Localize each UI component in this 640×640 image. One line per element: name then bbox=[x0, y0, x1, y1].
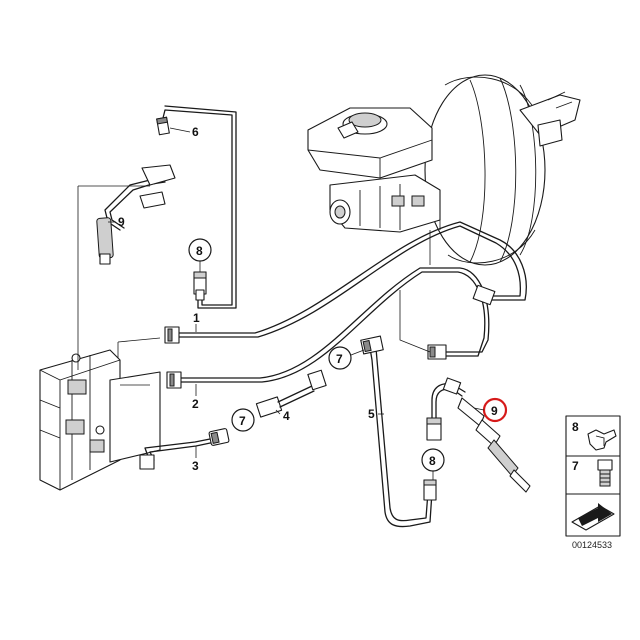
fitting-6-bottom bbox=[193, 271, 207, 301]
brake-line-1 bbox=[174, 221, 527, 338]
connector-fitting-icon bbox=[597, 459, 613, 487]
fitting-3-abs bbox=[139, 454, 155, 470]
legend-item-7: 7 bbox=[572, 459, 613, 487]
callout-9-upper: 9 bbox=[108, 215, 125, 229]
callout-8-lower: 8 bbox=[421, 448, 445, 480]
fitting-2 bbox=[166, 371, 182, 389]
callout-6: 6 bbox=[169, 125, 199, 139]
callout-8-upper: 8 bbox=[188, 238, 212, 272]
callout-number: 7 bbox=[336, 352, 343, 366]
fitting-2-booster bbox=[427, 344, 447, 360]
callout-number: 7 bbox=[239, 414, 246, 428]
parts-legend: 8 7 bbox=[565, 415, 621, 537]
callout-number: 4 bbox=[283, 409, 290, 423]
callout-number: 9 bbox=[491, 404, 498, 418]
callout-4: 4 bbox=[275, 409, 290, 423]
master-cylinder bbox=[307, 107, 441, 233]
legend-number: 7 bbox=[572, 459, 579, 473]
fitting-1 bbox=[164, 326, 180, 344]
callout-3: 3 bbox=[192, 446, 199, 473]
hose-4 bbox=[255, 369, 327, 418]
legend-item-8: 8 bbox=[572, 420, 617, 451]
hose-9-upper bbox=[96, 164, 176, 265]
callout-number: 8 bbox=[196, 244, 203, 258]
fitting-3-end bbox=[208, 428, 230, 446]
callout-number: 8 bbox=[429, 454, 436, 468]
callout-7-mid: 7 bbox=[328, 346, 365, 370]
diagram-code: 00124533 bbox=[572, 540, 612, 550]
brake-line-5 bbox=[369, 347, 433, 528]
callout-9-highlighted: 9 bbox=[473, 397, 508, 423]
arrow-reference-icon bbox=[571, 503, 615, 531]
callout-2: 2 bbox=[192, 384, 199, 411]
callout-1: 1 bbox=[193, 311, 200, 332]
brake-line-6 bbox=[161, 105, 237, 309]
abs-hydraulic-unit bbox=[39, 349, 161, 491]
callout-number: 5 bbox=[368, 407, 375, 421]
callout-number: 9 bbox=[118, 215, 125, 229]
callout-7-left: 7 bbox=[231, 408, 255, 432]
legend-number: 8 bbox=[572, 420, 579, 434]
fitting-1-booster bbox=[472, 284, 496, 306]
bracket-clip-icon bbox=[587, 429, 617, 451]
callout-number: 6 bbox=[192, 125, 199, 139]
fitting-5-top bbox=[360, 335, 384, 355]
brake-booster bbox=[424, 74, 581, 266]
brake-hose-9 bbox=[426, 377, 531, 493]
brake-line-2 bbox=[177, 267, 490, 383]
callout-number: 1 bbox=[193, 311, 200, 325]
callout-number: 3 bbox=[192, 459, 199, 473]
fitting-6-top bbox=[156, 116, 170, 136]
callout-number: 2 bbox=[192, 397, 199, 411]
leader-lines bbox=[77, 185, 441, 386]
fitting-5-bottom bbox=[423, 479, 437, 501]
callout-5: 5 bbox=[368, 407, 384, 421]
